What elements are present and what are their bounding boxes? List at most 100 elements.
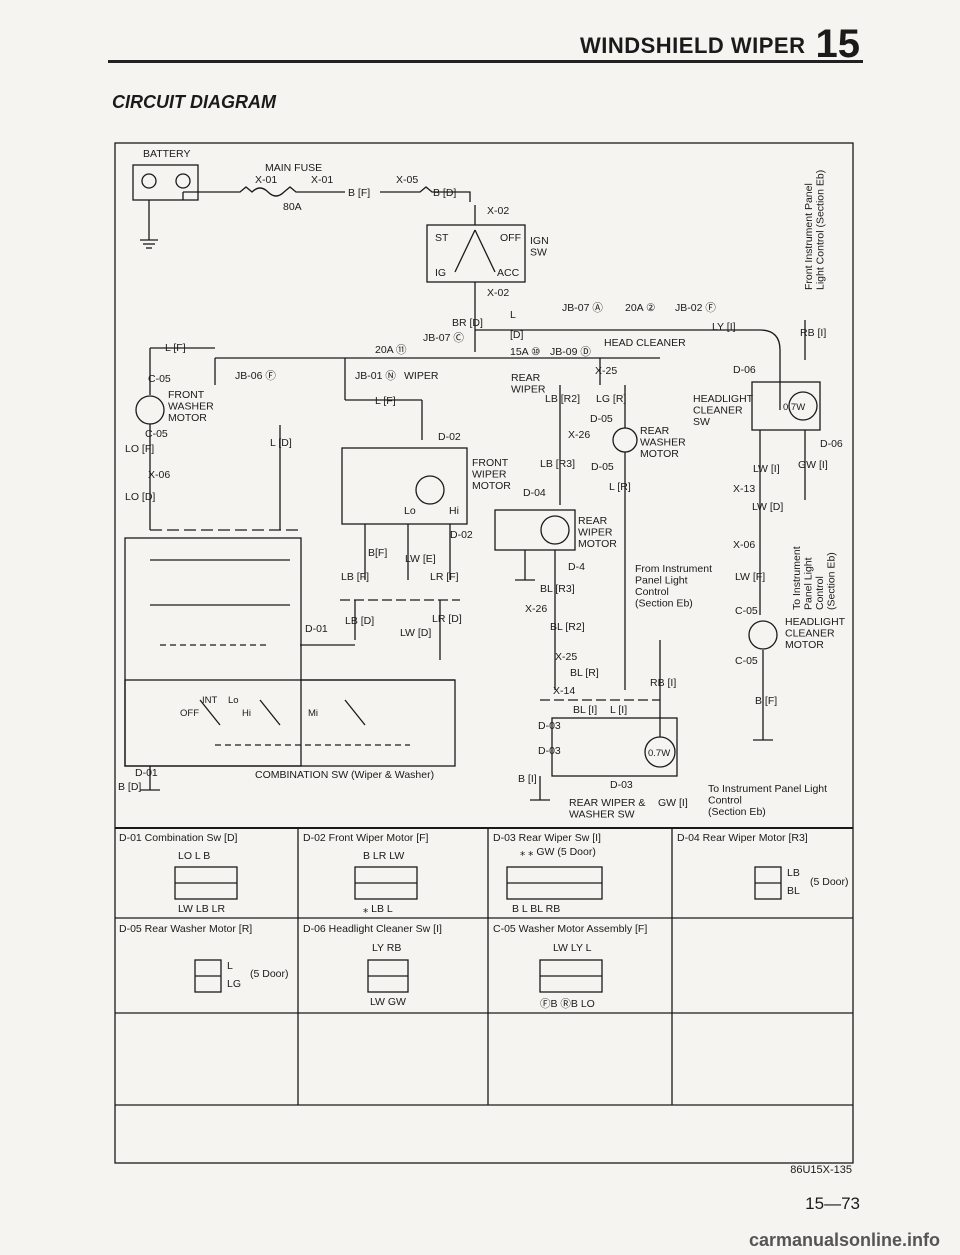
label-x25-top: X-25 <box>595 365 617 377</box>
label-d05-b: D-05 <box>591 461 614 473</box>
label-lr-d: LR [D] <box>432 613 462 625</box>
headlight-illumination-symbol <box>788 391 818 421</box>
label-d-small: [D] <box>510 329 524 341</box>
label-bf: B[F] <box>368 547 387 559</box>
header-title: WINDSHIELD WIPER <box>579 33 806 58</box>
label-hi: Hi <box>449 505 459 517</box>
label-lw-f: LW [F] <box>735 571 765 583</box>
label-d03-a: D-03 <box>538 720 561 732</box>
label-lw-e: LW [E] <box>405 553 436 565</box>
connector-c05-title: C-05 Washer Motor Assembly [F] <box>493 923 648 935</box>
label-gw-i: GW [I] <box>798 459 828 471</box>
label-b-d-bot: B [D] <box>118 781 141 793</box>
label-front-panel-vert: Front Instrument PanelLight Control (Sec… <box>803 170 827 290</box>
label-ig: IG <box>435 267 446 279</box>
label-jb07-c: JB-07 Ⓒ <box>423 332 464 344</box>
label-lg-r: LG [R] <box>596 393 626 405</box>
connector-d06-title: D-06 Headlight Cleaner Sw [I] <box>303 923 442 935</box>
header-rule <box>108 60 863 63</box>
label-x06: X-06 <box>148 469 170 481</box>
connector-c05-bottom: ⒻB ⓇB LO <box>540 998 595 1010</box>
connector-d06-top: LY RB <box>372 942 402 954</box>
label-lw-d: LW [D] <box>752 501 783 513</box>
diagram-frame <box>114 142 854 1164</box>
label-lb-r2: LB [R2] <box>545 393 580 405</box>
label-80a: 80A <box>283 201 302 213</box>
label-lw-d2: LW [D] <box>400 627 431 639</box>
connector-d03-title: D-03 Rear Wiper Sw [I] <box>493 832 601 844</box>
connector-d04-top: LB <box>787 867 800 879</box>
label-x14: X-14 <box>553 685 575 697</box>
label-15a-10: 15A ⑩ <box>510 346 541 358</box>
label-x26-b: X-26 <box>525 603 547 615</box>
label-bl-r3: BL [R3] <box>540 583 575 595</box>
label-0-7w-a: 0.7W <box>783 402 805 413</box>
label-lb-r3: LB [R3] <box>540 458 575 470</box>
front-washer-motor-symbol <box>135 395 165 425</box>
connector-d03-bottom: B L BL RB <box>512 903 561 915</box>
battery-negative-terminal <box>141 173 157 189</box>
label-jb06-f: JB-06 Ⓕ <box>235 370 276 382</box>
label-to-panel-vert: To InstrumentPanel LightControl(Section … <box>791 546 838 610</box>
label-rb-i-top: RB [I] <box>800 327 826 339</box>
label-bl-r: BL [R] <box>570 667 599 679</box>
rear-wiper-motor-symbol <box>540 515 570 545</box>
combination-switch-box <box>124 537 302 767</box>
label-comb-sw: COMBINATION SW (Wiper & Washer) <box>255 769 434 781</box>
label-off-s: OFF <box>180 708 199 719</box>
label-l-top: L <box>510 309 516 321</box>
label-gw-i-bottom: GW [I] <box>658 797 688 809</box>
front-wiper-motor-symbol <box>415 475 445 505</box>
label-d02-mid: D-02 <box>450 529 473 541</box>
header-section-number: 15 <box>815 22 861 66</box>
label-d03-b: D-03 <box>538 745 561 757</box>
label-0-7w-b: 0.7W <box>648 748 670 759</box>
label-jb01-n: JB-01 Ⓝ <box>355 370 396 382</box>
label-l-i: L [I] <box>610 704 627 716</box>
label-x26: X-26 <box>568 429 590 441</box>
label-head-cleaner: HEAD CLEANER <box>604 337 686 349</box>
connector-d04-title: D-04 Rear Wiper Motor [R3] <box>677 832 808 844</box>
label-lo-f: LO [F] <box>125 443 154 455</box>
label-jb07-a: JB-07 Ⓐ <box>562 302 603 314</box>
connector-d01-top: LO L B <box>178 850 211 862</box>
label-st: ST <box>435 232 449 244</box>
battery-box <box>132 164 199 201</box>
label-battery: BATTERY <box>143 148 190 160</box>
label-c05-b: C-05 <box>735 605 758 617</box>
label-20a-11: 20A ⑪ <box>375 344 407 356</box>
label-lw-i: LW [I] <box>753 463 780 475</box>
battery-positive-terminal <box>175 173 191 189</box>
figure-code: 86U15X-135 <box>790 1164 852 1176</box>
label-mi-s: Mi <box>308 708 318 719</box>
connector-d04-note: (5 Door) <box>810 876 849 888</box>
label-x02-bot: X-02 <box>487 287 509 299</box>
connector-d02-top: B LR LW <box>363 850 405 862</box>
label-d04: D-04 <box>523 487 546 499</box>
label-20a-2: 20A ② <box>625 302 656 314</box>
connector-d04-bottom: BL <box>787 885 800 897</box>
connector-d06-bottom: LW GW <box>370 996 406 1008</box>
label-l-f-mid: L [F] <box>375 395 396 407</box>
label-b-f: B [F] <box>348 187 370 199</box>
label-c05-mid: C-05 <box>145 428 168 440</box>
label-c05-c: C-05 <box>735 655 758 667</box>
label-l-f-top: L [F] <box>165 342 186 354</box>
connector-d02-bottom: ⁎ LB L <box>363 903 393 915</box>
label-c05-top: C-05 <box>148 373 171 385</box>
label-d06-bot: D-06 <box>820 438 843 450</box>
label-l-d: L [D] <box>270 437 292 449</box>
ignition-switch-box <box>426 224 526 283</box>
label-jb09-d: JB-09 Ⓓ <box>550 346 591 358</box>
label-x13: X-13 <box>733 483 755 495</box>
section-title: CIRCUIT DIAGRAM <box>112 92 276 112</box>
label-lr-f: LR [F] <box>430 571 459 583</box>
